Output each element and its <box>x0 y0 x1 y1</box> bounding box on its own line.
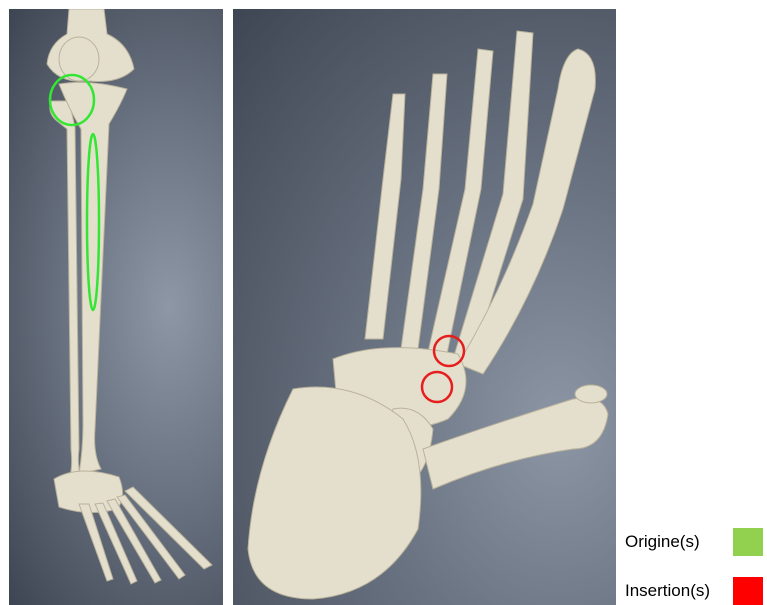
metatarsal-5 <box>365 94 405 339</box>
legend-origin-swatch <box>733 528 763 556</box>
foot-bones-illustration <box>233 9 616 605</box>
foot-bones-panel <box>233 9 616 605</box>
leg-bone-end <box>575 385 607 403</box>
fibula-bone <box>50 101 81 479</box>
calcaneus-bone <box>248 387 421 599</box>
legend-origin-label: Origine(s) <box>625 532 733 552</box>
legend-insertion-swatch <box>733 577 763 605</box>
legend-origin: Origine(s) <box>625 528 763 556</box>
leg-bones-panel <box>9 9 223 605</box>
patella-bone <box>59 37 99 81</box>
legend-insertion-label: Insertion(s) <box>625 581 733 601</box>
legend-insertion: Insertion(s) <box>625 577 763 605</box>
leg-bones-illustration <box>9 9 223 605</box>
